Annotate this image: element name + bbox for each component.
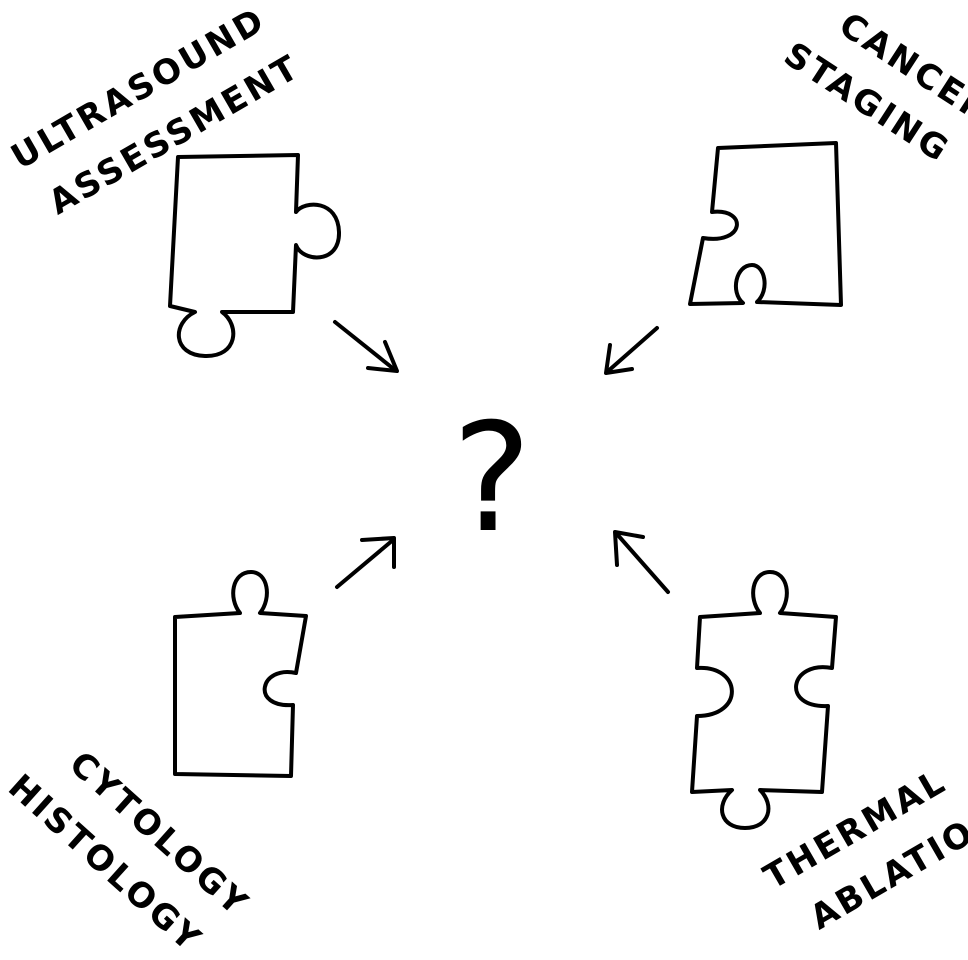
puzzle-piece-ultrasound [168,153,342,359]
arrow-cancer-staging-to-center [604,326,659,375]
label-thermal-ablation: THERMAL ABLATION [757,761,968,938]
arrow-ultrasound-to-center [333,320,399,373]
center-question-mark: ? [452,392,532,566]
label-ultrasound: ULTRASOUND ASSESSMENT [5,0,308,223]
puzzle-piece-cytology-outline [173,570,308,778]
puzzle-piece-cancer-staging [688,141,843,307]
puzzle-piece-thermal-ablation [690,570,838,830]
label-cytology: CYTOLOGY HISTOLOGY [0,744,256,960]
puzzle-piece-cytology [173,570,308,778]
arrow-cytology-to-center [335,536,396,589]
arrow-thermal-ablation-to-center [613,530,670,594]
puzzle-piece-ultrasound-outline [168,153,342,359]
puzzle-piece-cancer-staging-outline [688,141,843,307]
puzzle-piece-thermal-ablation-outline [690,570,838,830]
label-cancer-staging: CANCER STAGING [777,5,968,171]
